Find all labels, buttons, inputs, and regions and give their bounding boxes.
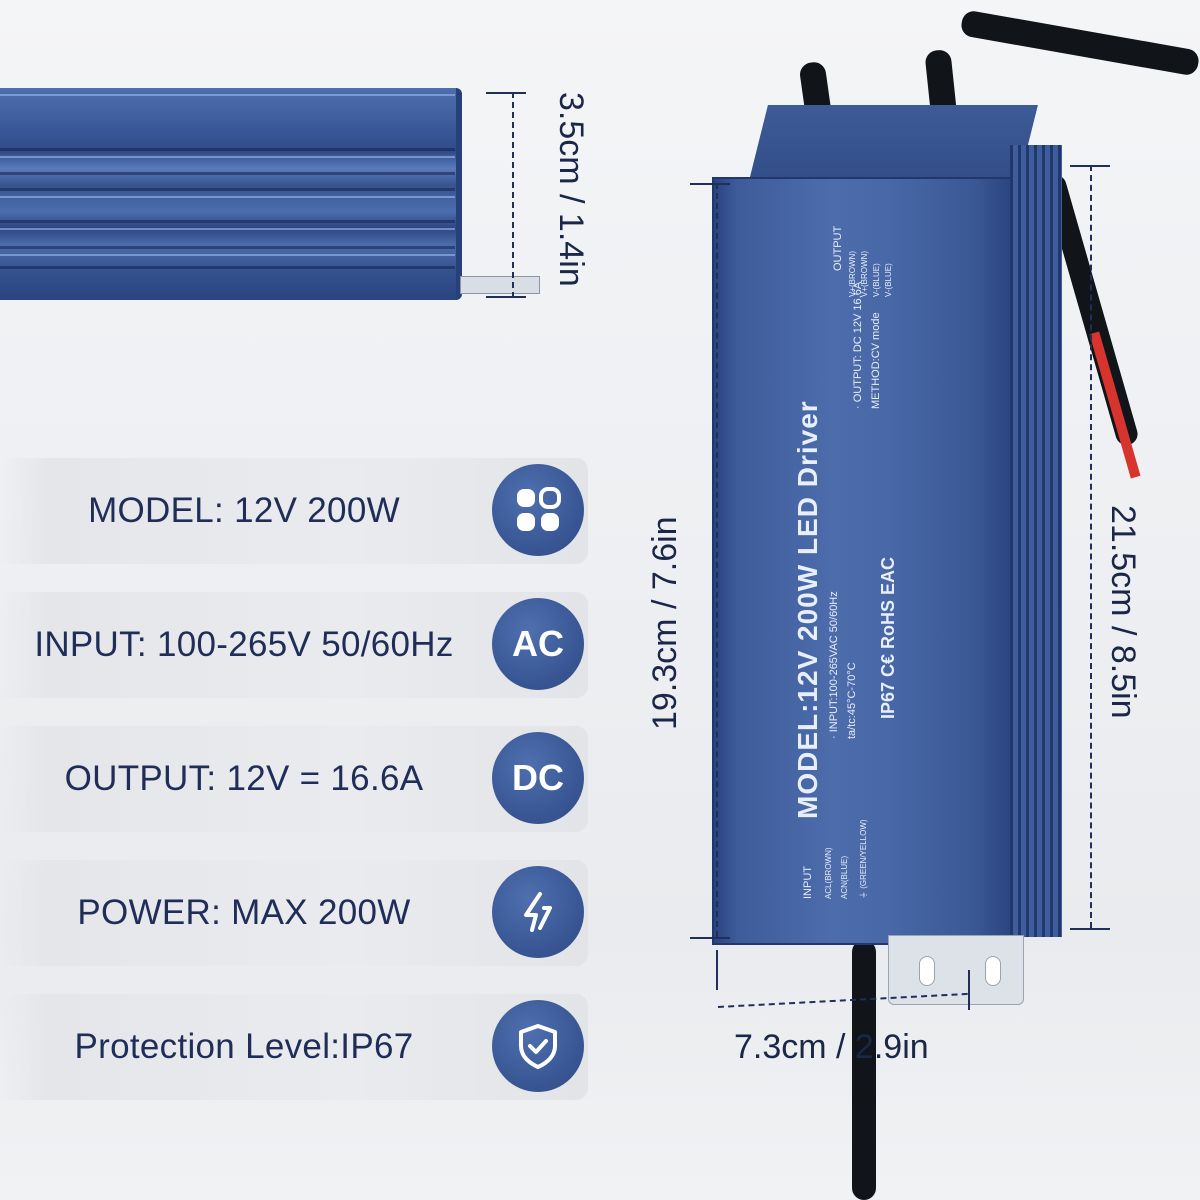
- output-pin-1: V+(BROWN): [848, 251, 857, 297]
- input-cable: [852, 940, 876, 1200]
- length-dim-line: [716, 183, 718, 937]
- shield-check-icon: [492, 1000, 584, 1092]
- spec-row-input: INPUT: 100-265V 50/60Hz AC: [0, 592, 588, 698]
- spec-row-output: OUTPUT: 12V = 16.6A DC: [0, 726, 588, 832]
- input-pin-3: ⏚ (GREEN/YELLOW): [859, 819, 868, 899]
- spec-row-power: POWER: MAX 200W: [0, 860, 588, 966]
- mounting-bracket: [888, 935, 1024, 1005]
- profile-housing: [0, 88, 462, 300]
- input-header: INPUT: [802, 866, 814, 899]
- ac-badge: AC: [492, 598, 584, 690]
- driver-side-profile: [0, 88, 540, 300]
- driver-front-face: MODEL:12V 200W LED Driver · INPUT:100-26…: [712, 177, 1012, 945]
- dc-badge: DC: [492, 732, 584, 824]
- spec-label-model: MODEL: 12V 200W: [88, 491, 400, 530]
- output-pin-2: V+(BROWN): [860, 251, 869, 297]
- input-pin-1: ACL(BROWN): [824, 847, 833, 899]
- spec-label-power: POWER: MAX 200W: [77, 893, 411, 932]
- driver-temp-text: ta/tc:45°C-70°C: [846, 662, 858, 739]
- height-dim-tick-top: [486, 92, 526, 94]
- mounting-slot: [985, 956, 1001, 986]
- output-cable-loop: [959, 9, 1200, 77]
- output-pin-3: V-(BLUE): [872, 263, 881, 297]
- height-dim-tick-bottom: [486, 296, 526, 298]
- height-dim-label: 3.5cm / 1.4in: [552, 92, 590, 287]
- mounting-tab: [460, 276, 540, 294]
- module-icon: [492, 464, 584, 556]
- height-dim-line: [512, 92, 514, 298]
- total-dim-label: 21.5cm / 8.5in: [1104, 505, 1142, 719]
- spec-label-input: INPUT: 100-265V 50/60Hz: [34, 625, 454, 664]
- spec-row-protection: Protection Level:IP67: [0, 994, 588, 1100]
- driver-input-text: · INPUT:100-265VAC 50/60Hz: [828, 591, 840, 739]
- length-dim-tick-top: [690, 183, 730, 185]
- width-dim-label: 7.3cm / 2.9in: [734, 1028, 929, 1066]
- total-dim-line: [1090, 165, 1092, 928]
- led-driver: MODEL:12V 200W LED Driver · INPUT:100-26…: [712, 105, 1062, 945]
- input-pin-2: ACN(BLUE): [840, 855, 849, 899]
- driver-output-text: · OUTPUT: DC 12V 16.6A: [852, 281, 864, 409]
- output-pin-4: V-(BLUE): [884, 263, 893, 297]
- driver-fin-side: [1010, 145, 1062, 937]
- length-dim-tick-bottom: [690, 937, 730, 939]
- spec-label-output: OUTPUT: 12V = 16.6A: [64, 759, 424, 798]
- length-dim-label: 19.3cm / 7.6in: [646, 516, 684, 730]
- output-header: OUTPUT: [832, 225, 844, 271]
- driver-certs-text: IP67 C€ RoHS EAC: [878, 556, 898, 719]
- driver-method-text: METHOD:CV mode: [870, 312, 882, 409]
- driver-model-text: MODEL:12V 200W LED Driver: [792, 400, 823, 819]
- spec-row-model: MODEL: 12V 200W: [0, 458, 588, 564]
- mounting-hole: [919, 956, 935, 986]
- spec-label-protection: Protection Level:IP67: [74, 1027, 414, 1066]
- total-dim-tick-bottom: [1070, 928, 1110, 930]
- width-dim-tick-right: [968, 970, 970, 1010]
- width-dim-tick-left: [716, 950, 718, 990]
- lightning-icon: [492, 866, 584, 958]
